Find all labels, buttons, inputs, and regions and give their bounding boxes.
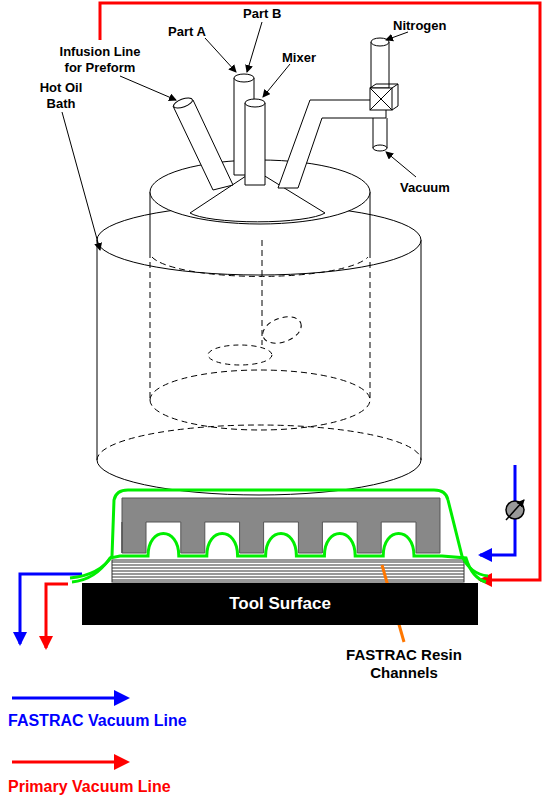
part-label: Hot Oil Bath [30,80,92,112]
legend-text: FASTRAC Vacuum Line [8,712,187,730]
tool-surface: Tool Surface [82,583,478,625]
node-label: Tool Surface [229,594,331,614]
part-label: Vacuum [400,180,450,196]
part-label: Infusion Line for Preform [50,44,150,76]
legend-arrow [12,690,130,706]
legend-arrow [12,754,130,770]
part-label: Mixer [282,50,316,66]
part-label: Part B [243,6,281,22]
part-label: FASTRAC Resin Channels [328,646,480,682]
legend-text: Primary Vacuum Line [8,778,171,796]
part-label: Nitrogen [393,18,446,34]
part-label: Part A [168,24,206,40]
